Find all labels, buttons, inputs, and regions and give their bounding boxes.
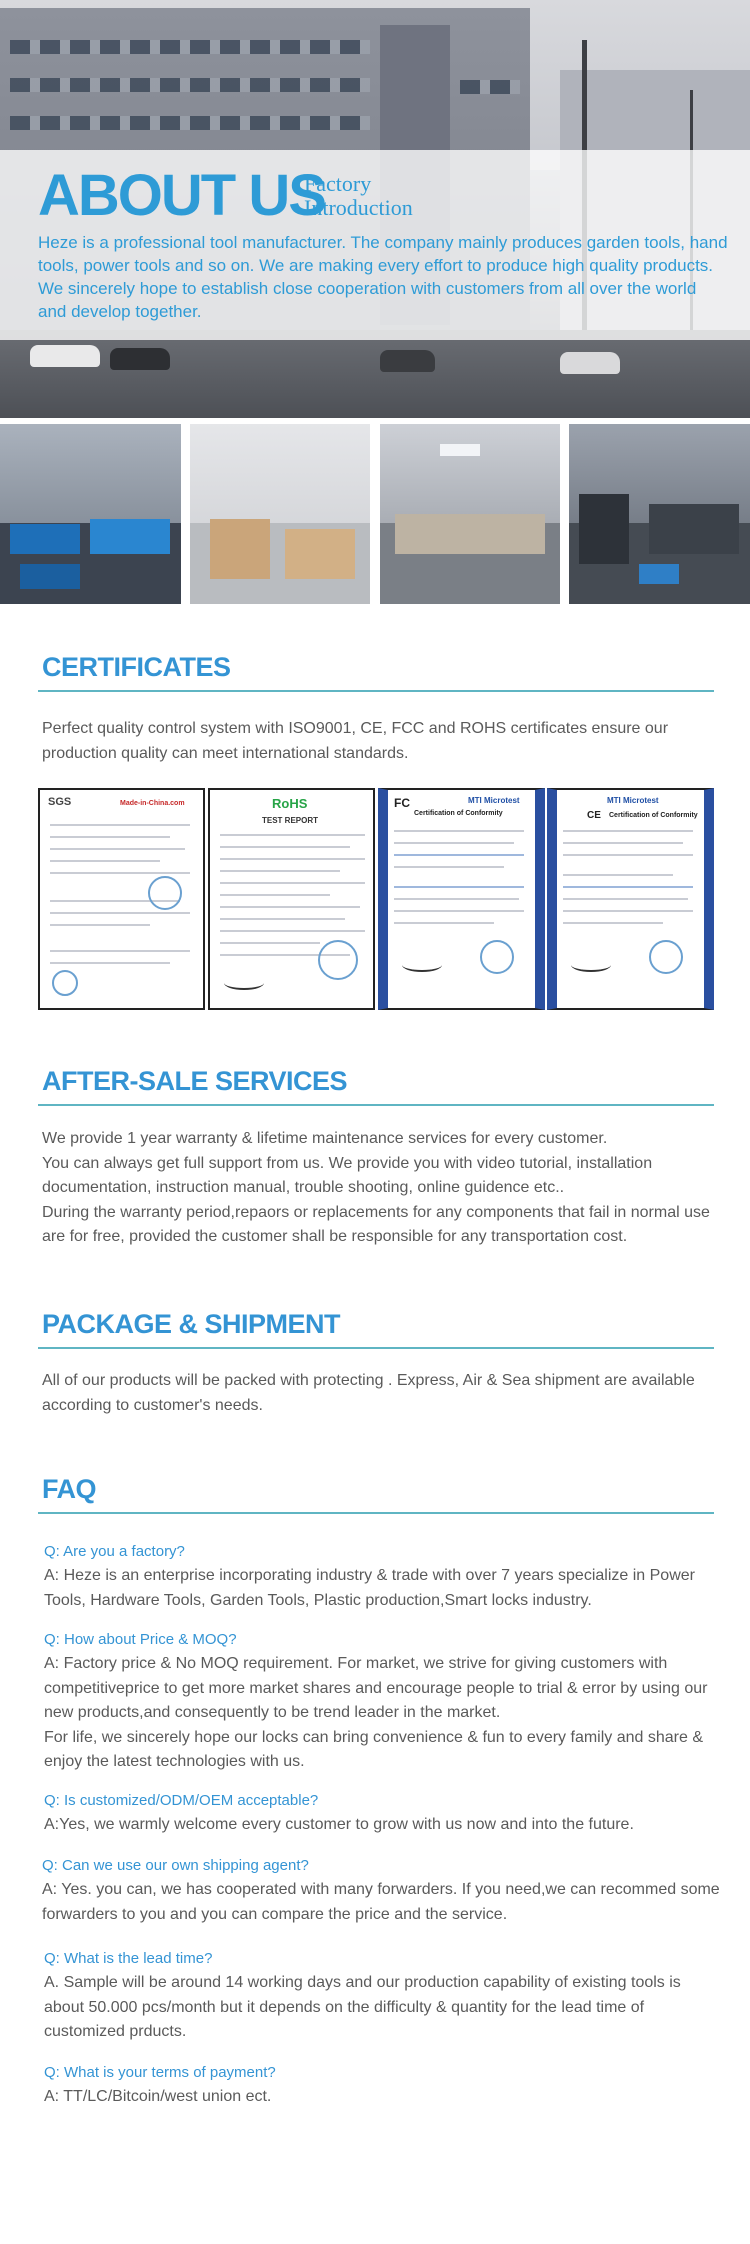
certificate-sgs: SGS Made-in-China.com	[38, 788, 205, 1010]
certificate-stamp	[318, 940, 358, 980]
certificate-signature	[571, 958, 611, 972]
faq-answer-paragraph: A: Factory price & No MOQ requirement. F…	[44, 1655, 708, 1721]
certificates-title: CERTIFICATES	[42, 652, 231, 682]
faq-answer-paragraph: For life, we sincerely hope our locks ca…	[44, 1728, 703, 1771]
factory-photo	[380, 424, 560, 604]
faq-question: Q: How about Price & MOQ?	[44, 1631, 237, 1648]
certificate-header: RoHS	[272, 796, 308, 811]
certificate-stamp	[148, 876, 182, 910]
faq-answer: A. Sample will be around 14 working days…	[44, 1974, 681, 2040]
about-subtitle-line2: Introduction	[304, 195, 413, 220]
certificate-gallery: SGS Made-in-China.com RoHS TEST REPORT	[38, 788, 714, 1010]
certificate-stamp	[480, 940, 514, 974]
hero-car	[110, 348, 170, 370]
faq-rule	[38, 1512, 714, 1514]
hero-windows	[10, 40, 370, 54]
certificate-rohs: RoHS TEST REPORT	[208, 788, 375, 1010]
faq-question: Q: What is the lead time?	[44, 1950, 213, 1967]
certificate-signature	[224, 976, 264, 990]
hero-text-band	[0, 150, 750, 340]
hero-windows	[460, 80, 520, 94]
faq-question: Q: Is customized/ODM/OEM acceptable?	[44, 1792, 319, 1809]
certificate-subheader: Certification of Conformity	[609, 812, 698, 819]
certificate-header: CE	[587, 810, 601, 821]
faq-answer: A: TT/LC/Bitcoin/west union ect.	[44, 2088, 272, 2105]
certificate-stamp	[52, 970, 78, 996]
factory-photo	[190, 424, 370, 604]
certificate-subheader: Certification of Conformity	[414, 810, 503, 817]
faq-answer: A: Yes. you can, we has cooperated with …	[42, 1881, 720, 1923]
hero-windows	[10, 78, 370, 92]
factory-photo-strip	[0, 424, 750, 604]
faq-question: Q: Are you a factory?	[44, 1543, 185, 1560]
hero-ground	[0, 330, 750, 418]
package-rule	[38, 1347, 714, 1349]
about-title: ABOUT US	[38, 163, 327, 228]
factory-photo	[0, 424, 181, 604]
hero-car	[560, 352, 620, 374]
about-subtitle: Factory Introduction	[304, 172, 413, 220]
hero-car	[380, 350, 435, 372]
certificate-header: FC	[394, 796, 410, 810]
after-sale-rule	[38, 1104, 714, 1106]
after-sale-text: We provide 1 year warranty & lifetime ma…	[42, 1127, 722, 1250]
certificate-ce: MTI Microtest CE Certification of Confor…	[547, 788, 714, 1010]
certificate-fcc: FC MTI Microtest Certification of Confor…	[378, 788, 545, 1010]
hero-windows	[10, 116, 370, 130]
certificate-header: SGS	[48, 796, 72, 808]
certificates-rule	[38, 690, 714, 692]
certificate-signature	[402, 958, 442, 972]
about-subtitle-line1: Factory	[304, 171, 372, 196]
faq-title: FAQ	[42, 1474, 97, 1504]
faq-answer: A: Factory price & No MOQ requirement. F…	[44, 1652, 724, 1775]
hero-banner: ABOUT US Factory Introduction Heze is a …	[0, 0, 750, 418]
faq-answer: A: Heze is an enterprise incorporating i…	[44, 1567, 695, 1609]
hero-car	[30, 345, 100, 367]
certificate-brand: MTI Microtest	[607, 796, 659, 805]
certificate-subheader: TEST REPORT	[262, 816, 319, 825]
certificates-text: Perfect quality control system with ISO9…	[42, 720, 669, 762]
faq-question: Q: Can we use our own shipping agent?	[42, 1857, 309, 1874]
after-sale-line: During the warranty period,repaors or re…	[42, 1203, 710, 1246]
after-sale-line: You can always get full support from us.…	[42, 1154, 653, 1197]
package-title: PACKAGE & SHIPMENT	[42, 1309, 341, 1339]
factory-photo	[569, 424, 750, 604]
faq-question: Q: What is your terms of payment?	[44, 2064, 276, 2081]
about-text: Heze is a professional tool manufacturer…	[38, 233, 728, 321]
package-text: All of our products will be packed with …	[42, 1372, 695, 1414]
after-sale-title: AFTER-SALE SERVICES	[42, 1066, 348, 1096]
certificate-brand: Made-in-China.com	[120, 800, 185, 807]
certificate-stamp	[649, 940, 683, 974]
after-sale-line: We provide 1 year warranty & lifetime ma…	[42, 1130, 608, 1147]
certificate-brand: MTI Microtest	[468, 796, 520, 805]
faq-answer: A:Yes, we warmly welcome every customer …	[44, 1816, 634, 1833]
